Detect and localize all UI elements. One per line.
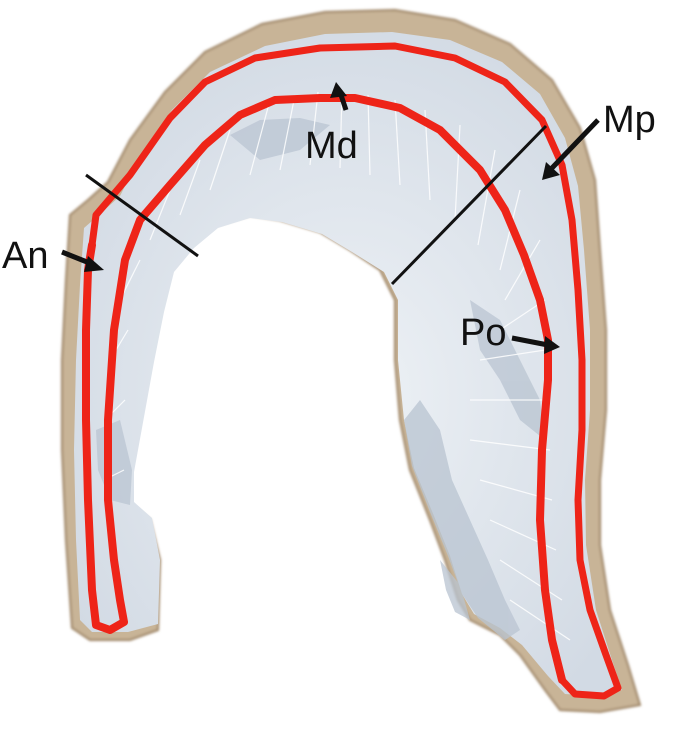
fiber-streaks — [103, 91, 571, 641]
arrow-an — [61, 249, 104, 272]
posterior-boundary-line — [390, 124, 548, 286]
label-an: An — [2, 235, 48, 277]
anterior-boundary-line — [85, 173, 199, 258]
outer-contour[interactable] — [88, 42, 622, 700]
label-po: Po — [460, 312, 506, 354]
label-md: Md — [305, 125, 358, 167]
arrow-md — [330, 82, 349, 111]
arrow-po — [511, 335, 560, 354]
arrow-mp — [542, 118, 600, 180]
specimen-body — [74, 32, 622, 696]
inner-contour[interactable] — [82, 94, 566, 684]
label-mp: Mp — [603, 99, 656, 141]
